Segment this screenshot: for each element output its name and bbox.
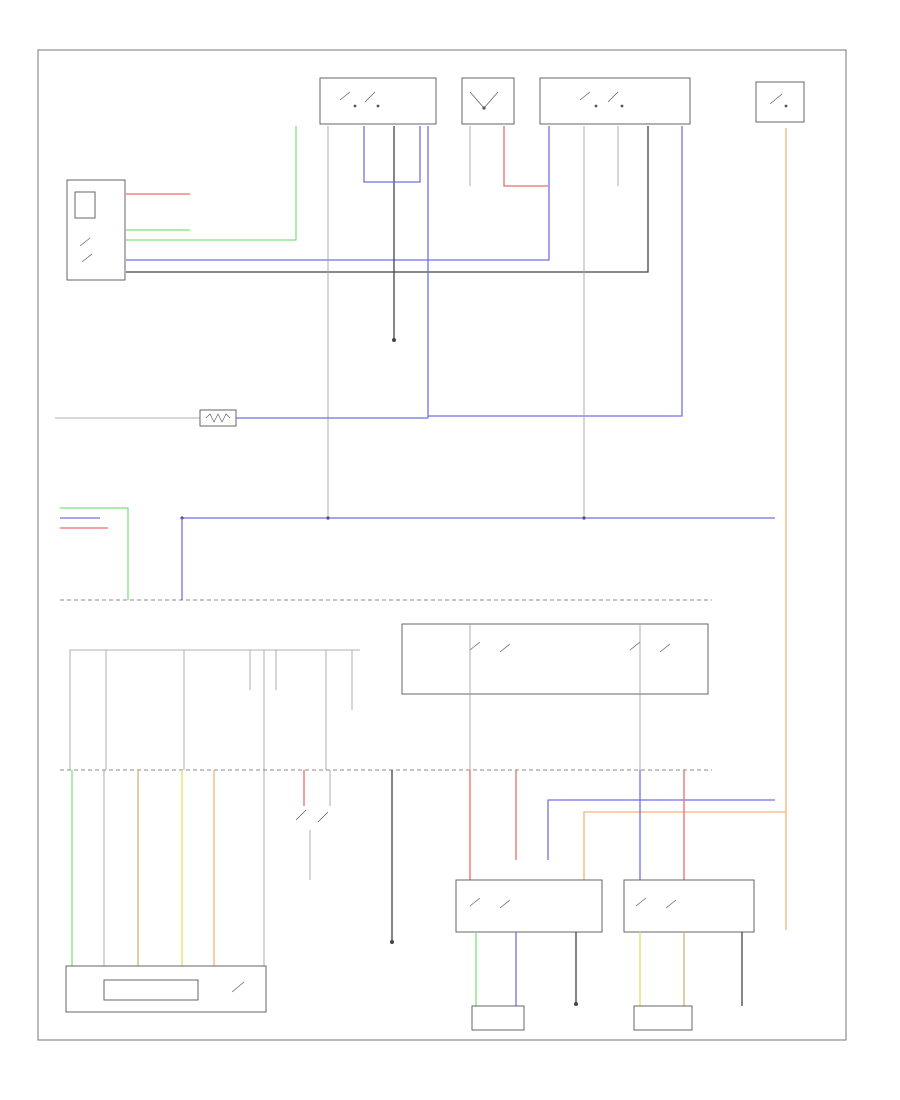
left-front-module [455,879,603,933]
right-switch-top [539,77,691,125]
bottom-left-connector [471,1005,525,1031]
far-right-switch [755,81,805,123]
right-front-module [623,879,755,933]
bottom-right-connector [633,1005,693,1031]
center-switch-top [461,77,515,125]
left-motor [66,179,126,281]
resistor [199,409,237,427]
left-switch-top [319,77,437,125]
left-bottom-assembly [65,965,267,1013]
diagram-frame [37,49,847,1041]
control-module [60,599,712,771]
